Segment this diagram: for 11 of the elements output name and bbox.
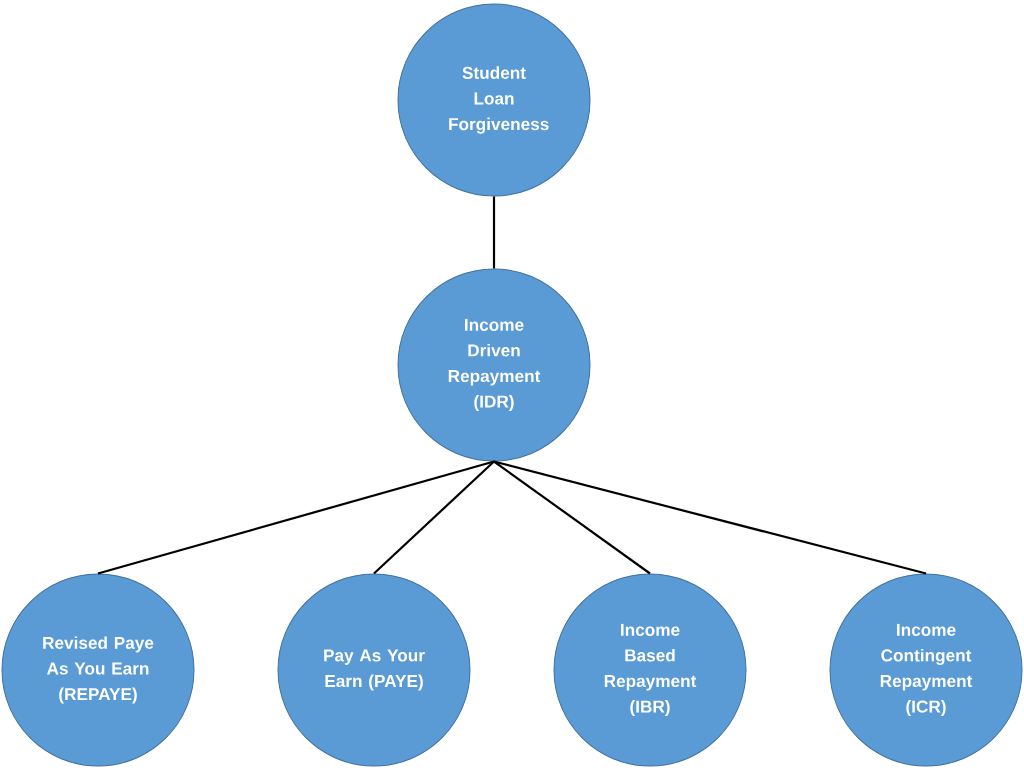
connector-line (373, 460, 495, 575)
connector-line (97, 460, 495, 575)
circle-node: Income Contingent Repayment (ICR) (829, 573, 1023, 767)
connector-line (493, 460, 927, 575)
circle-node: Pay As Your Earn (PAYE) (277, 573, 471, 767)
circle-node: Revised Paye As You Earn (REPAYE) (1, 573, 195, 767)
circle-node: Income Based Repayment (IBR) (553, 573, 747, 767)
circle-node: Student Loan Forgiveness (397, 3, 591, 197)
connector-line (493, 460, 651, 575)
circle-node: Income Driven Repayment (IDR) (397, 268, 591, 462)
connector-line (492, 196, 496, 269)
